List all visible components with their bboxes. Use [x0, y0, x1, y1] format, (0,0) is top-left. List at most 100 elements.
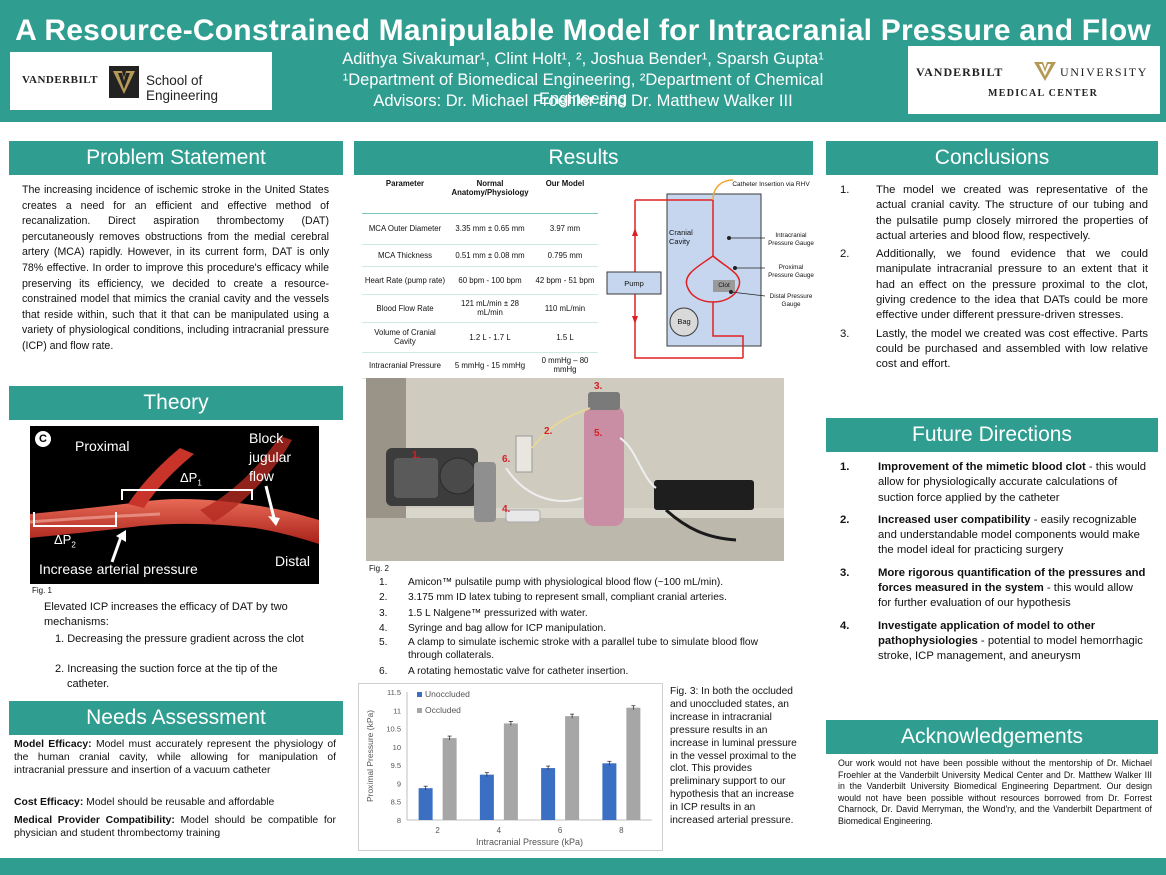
y-tick-label: 8 — [397, 816, 401, 825]
figure-letter-badge: C — [35, 431, 51, 447]
future-item-2: 2.Increased user compatibility - easily … — [840, 513, 1140, 557]
bar-occluded — [565, 716, 580, 820]
label-bag: Bag — [677, 317, 691, 326]
table-cell: Heart Rate (pump rate) — [362, 266, 448, 295]
y-tick-label: 8.5 — [391, 798, 401, 807]
bar-occluded — [442, 738, 457, 820]
acknowledgements-text: Our work would not have been possible wi… — [838, 758, 1152, 826]
bar-unoccluded — [418, 788, 433, 820]
vanderbilt-v-small-icon — [1034, 62, 1056, 81]
bar-unoccluded — [541, 768, 556, 820]
conclusion-text: The model we created was representative … — [876, 184, 1148, 242]
dp1-text: ΔP — [180, 470, 198, 485]
y-tick-label: 9.5 — [391, 761, 401, 770]
legend-swatch — [417, 692, 422, 697]
fig2-item-6: 6.A rotating hemostatic valve for cathet… — [379, 666, 629, 678]
fig2-item-text: Syringe and bag allow for ICP manipulati… — [408, 622, 607, 634]
logo-right-univ: UNIVERSITY — [1060, 65, 1148, 79]
needs-text-1: Model must accurately represent the phys… — [14, 739, 336, 777]
theory-point-2: 2. Increasing the suction force at the t… — [55, 663, 278, 690]
departments: ¹Department of Biomedical Engineering, ²… — [342, 71, 824, 108]
y-tick-label: 10 — [393, 743, 401, 752]
table-cell: 121 mL/min ± 28 mL/min — [448, 294, 532, 323]
theory-figure: C Proximal Block jugular flow ΔP1 ΔP2 In… — [30, 426, 319, 584]
problem-heading: Problem Statement — [9, 141, 343, 175]
system-schematic: Catheter Insertion via RHV Cranial Cavit… — [603, 176, 819, 374]
table-cell: 0.795 mm — [532, 244, 598, 267]
photo-marker-5: 5. — [594, 428, 603, 439]
photo-marker-6: 6. — [502, 454, 511, 465]
future-item-text: - easily recognizable and understandable… — [878, 513, 1140, 557]
label-increase-pressure: Increase arterial pressure — [39, 561, 198, 577]
table-cell: 0.51 mm ± 0.08 mm — [448, 244, 532, 267]
future-item-title: Improvement of the mimetic blood clot — [878, 461, 1086, 473]
table-cell: 0 mmHg – 80 mmHg — [532, 352, 598, 379]
setup-photo-drawing — [366, 378, 784, 561]
label-block-jugular: Block jugular flow — [249, 430, 292, 484]
fig2-item-text: A rotating hemostatic valve for catheter… — [408, 666, 629, 678]
bar-unoccluded — [602, 763, 617, 820]
x-tick-label: 2 — [435, 826, 440, 835]
future-item-1: 1.Improvement of the mimetic blood clot … — [840, 461, 1147, 504]
label-proximal: Proximal — [75, 438, 130, 454]
future-item-3: 3.More rigorous quantification of the pr… — [840, 566, 1146, 610]
fig2-item-text: 1.5 L Nalgene™ pressurized with water. — [408, 607, 588, 619]
table-cell: 5 mmHg - 15 mmHg — [448, 352, 532, 379]
label-pump: Pump — [624, 279, 644, 288]
needs-item-2: Cost Efficacy: Model should be reusable … — [14, 796, 336, 809]
dp2-text: ΔP — [54, 532, 72, 547]
table-cell: 1.5 L — [532, 322, 598, 353]
problem-text: The increasing incidence of ischemic str… — [22, 184, 329, 352]
needs-text-3: Model should be compatible for physician… — [14, 815, 336, 840]
needs-label-1: Model Efficacy: — [14, 739, 92, 750]
label-clot: Clot — [718, 282, 730, 289]
x-tick-label: 6 — [558, 826, 563, 835]
conclusion-item-2: 2.Additionally, we found evidence that w… — [840, 248, 1148, 322]
photo-marker-1: 1. — [412, 450, 421, 461]
legend-swatch — [417, 708, 422, 713]
needs-text-2: Model should be reusable and affordable — [83, 797, 275, 808]
label-distal-gauge: Distal Pressure Gauge — [769, 293, 813, 308]
table-cell: MCA Outer Diameter — [362, 213, 448, 245]
bar-occluded — [626, 707, 641, 820]
table-header-cell: Our Model — [532, 177, 598, 214]
label-intracranial-gauge: Intracranial Pressure Gauge — [768, 232, 814, 247]
fig2-item-2: 2.3.175 mm ID latex tubing to represent … — [379, 592, 727, 604]
conclusion-text: Additionally, we found evidence that we … — [876, 248, 1148, 322]
vanderbilt-medical-logo: VANDERBILT UNIVERSITY MEDICAL CENTER — [908, 46, 1160, 114]
fig2-list: 1.Amicon™ pulsatile pump with physiologi… — [366, 575, 778, 679]
future-list: 1.Improvement of the mimetic blood clot … — [826, 460, 1148, 672]
y-tick-label: 11.5 — [387, 688, 401, 697]
table-cell: 3.97 mm — [532, 213, 598, 245]
conclusion-item-3: 3.Lastly, the model we created was cost … — [840, 327, 1148, 371]
table-cell: Blood Flow Rate — [362, 294, 448, 323]
logo-right-name: VANDERBILT — [916, 65, 1004, 79]
needs-item-1: Model Efficacy: Model must accurately re… — [14, 738, 336, 778]
artery-illustration — [30, 436, 319, 544]
future-item-text: - potential to model hemorrhagic stroke,… — [878, 634, 1143, 663]
future-heading: Future Directions — [826, 418, 1158, 452]
y-tick-label: 10.5 — [386, 725, 401, 734]
acknowledgements-heading: Acknowledgements — [826, 720, 1158, 754]
results-table: Parameter Normal Anatomy/Physiology Our … — [362, 177, 598, 379]
conclusion-item-1: 1.The model we created was representativ… — [840, 184, 1148, 242]
table-cell: Intracranial Pressure — [362, 352, 448, 379]
x-axis-title: Intracranial Pressure (kPa) — [476, 837, 583, 847]
poster-title: A Resource-Constrained Manipulable Model… — [15, 14, 1151, 47]
conclusions-heading: Conclusions — [826, 141, 1158, 175]
table-cell: Volume of Cranial Cavity — [362, 322, 448, 353]
fig2-label: Fig. 2 — [369, 564, 390, 573]
advisors: Advisors: Dr. Michael Froehler and Dr. M… — [373, 92, 793, 110]
needs-item-3: Medical Provider Compatibility: Model sh… — [14, 814, 336, 840]
y-axis-title: Proximal Pressure (kPa) — [365, 710, 375, 802]
setup-photo: 1. 2. 3. 4. 5. 6. — [366, 378, 784, 561]
label-proximal-gauge: Proximal Pressure Gauge — [768, 264, 814, 279]
vanderbilt-v-icon — [109, 66, 139, 98]
